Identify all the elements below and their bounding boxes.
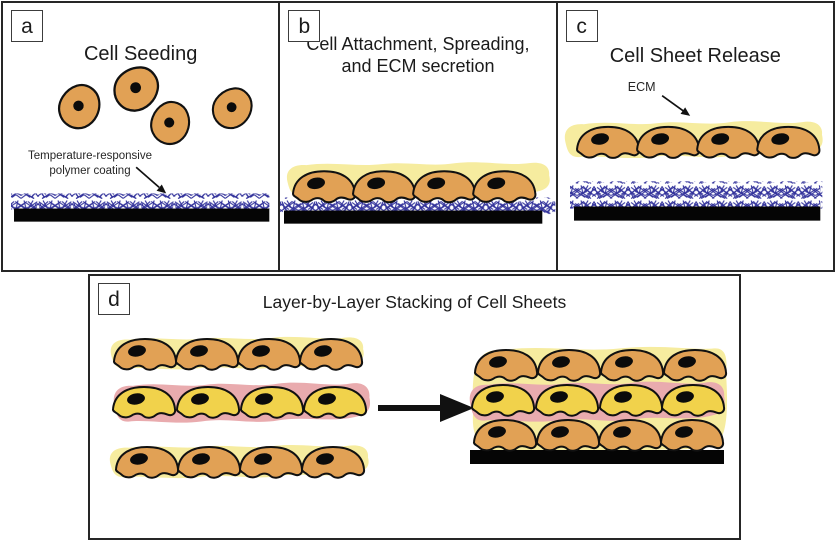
panel-d-label-box: d bbox=[98, 283, 130, 315]
fiber-mesh bbox=[11, 193, 270, 210]
spread-cell bbox=[352, 170, 417, 204]
fiber-mesh bbox=[569, 181, 822, 209]
ecm-label: ECM bbox=[627, 80, 656, 94]
suspended-cell bbox=[210, 85, 255, 132]
spread-cell bbox=[660, 384, 726, 417]
spread-cell bbox=[662, 349, 728, 382]
spread-cell bbox=[236, 338, 302, 371]
panel-b-title-line1: Cell Attachment, Spreading, bbox=[306, 34, 530, 54]
panel-b-graphic bbox=[280, 162, 556, 224]
panel-c-label: c bbox=[576, 14, 587, 38]
right-arrow-icon bbox=[378, 394, 474, 422]
suspended-cell bbox=[55, 82, 103, 132]
suspended-cell bbox=[109, 60, 164, 117]
spread-cell bbox=[175, 386, 241, 419]
stacked-cell-sheets bbox=[469, 346, 728, 464]
down-right-arrow-icon bbox=[135, 166, 167, 194]
spread-cell bbox=[473, 349, 539, 382]
panel-b-title: Cell Attachment, Spreading, and ECM secr… bbox=[280, 34, 555, 78]
substrate-bar bbox=[14, 208, 270, 222]
panel-a: a Cell Seeding Temperature-responsive po… bbox=[3, 3, 281, 270]
spread-cell bbox=[174, 338, 240, 371]
spread-cell bbox=[292, 170, 357, 204]
spread-cell bbox=[695, 125, 761, 159]
spread-cell bbox=[298, 338, 364, 371]
panel-c-graphic bbox=[564, 94, 823, 221]
spread-cell bbox=[112, 338, 178, 371]
spread-cell bbox=[472, 419, 538, 452]
panel-a-title: Cell Seeding bbox=[83, 43, 198, 65]
panel-b-title-line2: and ECM secretion bbox=[341, 55, 495, 76]
panel-d-graphic bbox=[109, 336, 728, 479]
spread-cell bbox=[111, 386, 177, 419]
spread-cell bbox=[534, 384, 600, 417]
spread-cell bbox=[598, 384, 664, 417]
panel-a-label-box: a bbox=[11, 10, 43, 42]
spread-cell bbox=[300, 446, 366, 479]
panel-d-title: Layer-by-Layer Stacking of Cell Sheets bbox=[262, 292, 567, 312]
spread-cell bbox=[599, 349, 665, 382]
panel-c: c Cell Sheet Release ECM bbox=[558, 3, 833, 270]
panel-c-title: Cell Sheet Release bbox=[609, 45, 781, 67]
polymer-coating-label: Temperature-responsive polymer coating bbox=[7, 149, 173, 179]
panel-a-graphic bbox=[11, 60, 270, 222]
cell-sheet-top bbox=[110, 336, 364, 371]
cell-sheet-bottom bbox=[109, 444, 369, 479]
panel-d: d Layer-by-Layer Stacking of Cell Sheets bbox=[88, 274, 741, 540]
top-row: a Cell Seeding Temperature-responsive po… bbox=[1, 1, 835, 272]
spread-cell bbox=[114, 446, 180, 479]
spread-cell bbox=[535, 419, 601, 452]
spread-cell bbox=[238, 446, 304, 479]
polymer-coating-label-line2: polymer coating bbox=[49, 165, 131, 178]
spread-cell bbox=[239, 386, 305, 419]
panel-b: b Cell Attachment, Spreading, and ECM se… bbox=[280, 3, 558, 270]
down-right-arrow-icon bbox=[661, 94, 690, 116]
spread-cell bbox=[472, 170, 537, 204]
spread-cell bbox=[536, 349, 602, 382]
substrate-bar bbox=[470, 450, 724, 464]
spread-cell bbox=[597, 419, 663, 452]
substrate-bar bbox=[573, 206, 820, 221]
spread-cell bbox=[302, 386, 368, 419]
spread-cell bbox=[659, 419, 725, 452]
panel-c-label-box: c bbox=[565, 10, 598, 42]
panel-a-label: a bbox=[21, 14, 33, 38]
substrate-bar bbox=[284, 210, 543, 224]
spread-cell bbox=[176, 446, 242, 479]
spread-cell bbox=[470, 384, 536, 417]
spread-cell bbox=[635, 125, 700, 159]
spread-cell bbox=[412, 170, 477, 204]
suspended-cell bbox=[144, 96, 197, 150]
panel-b-label: b bbox=[298, 14, 311, 38]
spread-cell bbox=[755, 125, 821, 159]
panel-b-label-box: b bbox=[288, 10, 321, 42]
panel-d-label: d bbox=[108, 287, 120, 311]
cell-sheet-middle bbox=[111, 382, 371, 423]
polymer-coating-label-line1: Temperature-responsive bbox=[27, 150, 152, 162]
spread-cell bbox=[575, 125, 640, 159]
